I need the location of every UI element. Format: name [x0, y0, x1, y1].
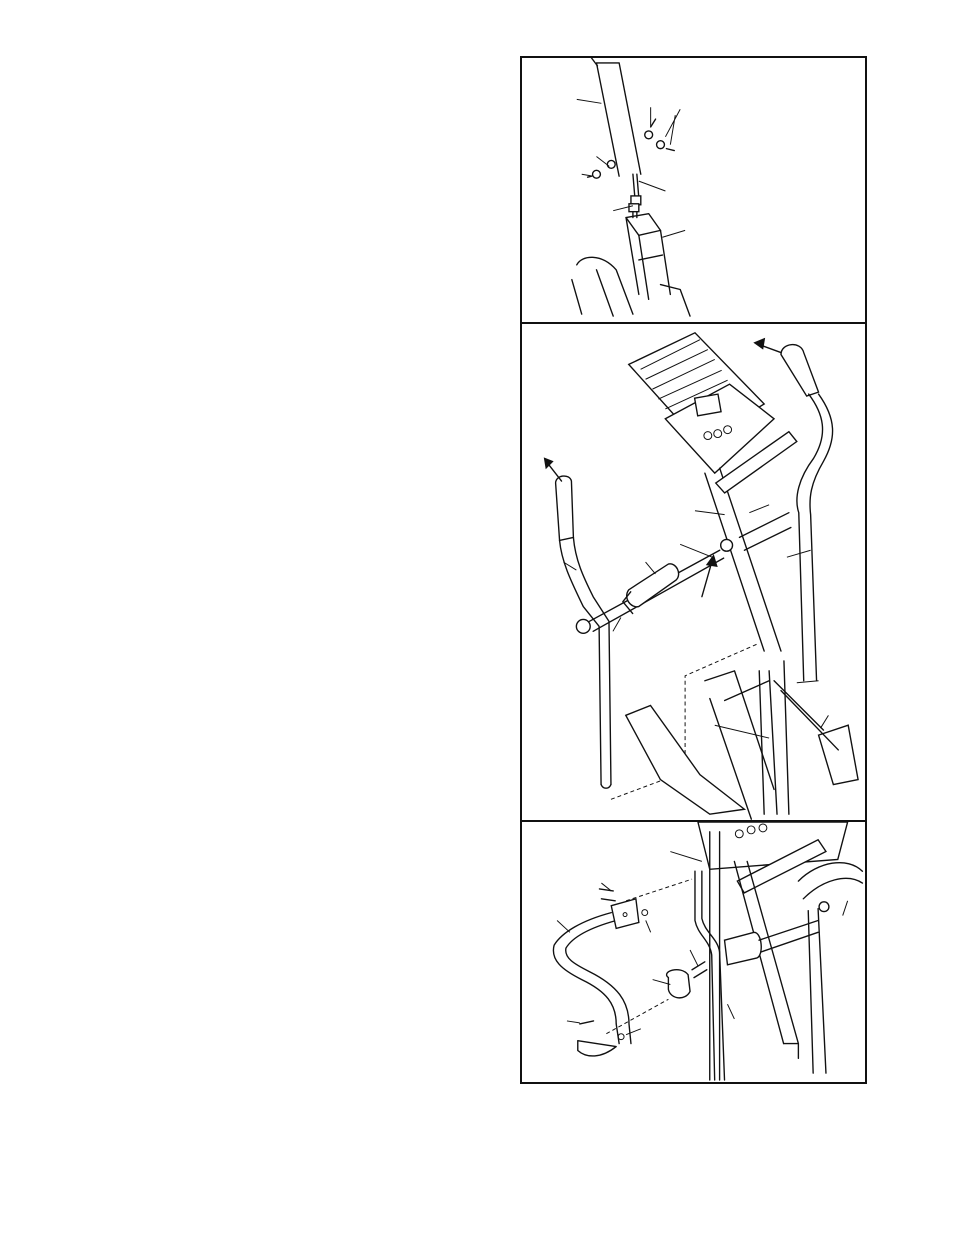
axle-stud: [692, 962, 707, 978]
frame-stanchion: [759, 661, 789, 814]
motion-arrow-left-head: [544, 457, 554, 469]
pedal-left: [626, 705, 745, 814]
front-handlebar-drawing: [522, 822, 865, 1082]
washer-1: [645, 131, 653, 139]
bolt-bottom: [580, 1021, 594, 1024]
assembly-figure-upright-connection: [520, 56, 867, 324]
motion-arrow-left-line: [548, 463, 562, 481]
right-arm-grip: [781, 345, 819, 396]
upper-upright-tube: [596, 63, 640, 176]
end-cap: [667, 970, 690, 998]
front-handlebar: [553, 913, 631, 1044]
bolt-1: [651, 119, 656, 127]
lower-upright-tube: [626, 214, 660, 236]
washer-4: [593, 170, 601, 178]
text-column: [40, 56, 490, 1086]
washer-2: [657, 141, 665, 149]
assembly-figure-handlebar-pivot: [520, 322, 867, 822]
wire-connector-lower: [629, 204, 639, 212]
pedal-right: [819, 725, 859, 784]
washer-bottom: [618, 1034, 624, 1040]
console-lcd: [695, 394, 721, 416]
motion-arrow-right-head: [753, 338, 765, 350]
frame-base: [572, 257, 690, 316]
pivot-bolt-right: [819, 902, 829, 912]
left-arm-tube: [560, 537, 611, 784]
axle-end-cap: [721, 539, 733, 551]
right-arm-tube: [798, 863, 862, 899]
right-arm-tube: [797, 394, 833, 681]
alignment-guide-top: [626, 879, 692, 901]
handlebar-pivot-drawing: [522, 324, 865, 820]
handlebar-bracket-top: [611, 899, 639, 929]
crossbar: [739, 513, 790, 551]
upright-connection-drawing: [522, 58, 865, 322]
pivot-sleeve: [725, 932, 762, 965]
pivot-bushing: [576, 619, 590, 633]
left-arm-grip: [556, 476, 574, 540]
assembly-figure-front-handlebar: [520, 820, 867, 1084]
bolt-2: [666, 149, 674, 151]
console-mast: [705, 468, 781, 651]
wire-harness-upper: [633, 174, 639, 198]
bolt-top-2: [601, 899, 615, 901]
washer-3: [607, 160, 615, 168]
